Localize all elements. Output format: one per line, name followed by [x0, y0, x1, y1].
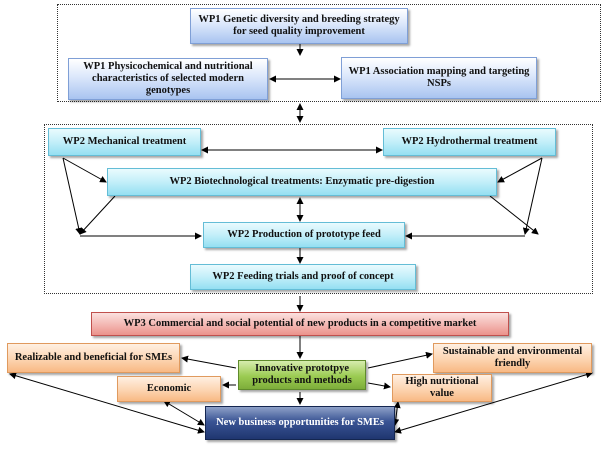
high-nutritional-value-box: High nutritional value [392, 374, 492, 402]
arrow-mechanical-down [62, 157, 83, 235]
wp2-biotechnological-treatments-box: WP2 Biotechnological treatments: Enzymat… [107, 168, 497, 196]
arrow-to-realizable [181, 355, 237, 369]
arrow-nutritional-business [392, 401, 401, 426]
wp1-physicochemical-box: WP1 Physicochemical and nutritional char… [68, 58, 268, 100]
wp3-commercial-potential-box: WP3 Commercial and social potential of n… [91, 312, 509, 336]
arrow-sustainable-business [394, 371, 593, 434]
wp2-feeding-trials-box: WP2 Feeding trials and proof of concept [190, 264, 416, 290]
arrow-hydrothermal-biotech [497, 157, 543, 183]
arrow-biotech-down-right [489, 195, 539, 235]
realizable-beneficial-box: Realizable and beneficial for SMEs [7, 343, 180, 373]
arrow-to-sustainable [367, 351, 433, 369]
economic-box: Economic [117, 376, 221, 402]
arrow-economic-business [163, 400, 205, 426]
wp2-mechanical-treatment-box: WP2 Mechanical treatment [48, 128, 201, 156]
wp2-hydrothermal-treatment-box: WP2 Hydrothermal treatment [383, 128, 556, 156]
wp2-production-prototype-box: WP2 Production of prototype feed [203, 222, 405, 248]
wp1-genetic-diversity-box: WP1 Genetic diversity and breeding strat… [190, 8, 408, 44]
arrow-to-nutritional [367, 382, 391, 390]
new-business-opportunities-box: New business opportunities for SMEs [205, 406, 395, 440]
innovative-prototype-box: Innovative prototpye products and method… [238, 360, 366, 390]
arrow-hydrothermal-down [522, 157, 543, 235]
wp1-association-mapping-box: WP1 Association mapping and targeting NS… [341, 57, 537, 99]
arrow-mechanical-biotech [62, 157, 107, 183]
sustainable-environmental-box: Sustainable and environmental friendly [433, 343, 592, 373]
arrow-biotech-down-left [79, 195, 116, 235]
wp2-group-frame [44, 124, 593, 294]
